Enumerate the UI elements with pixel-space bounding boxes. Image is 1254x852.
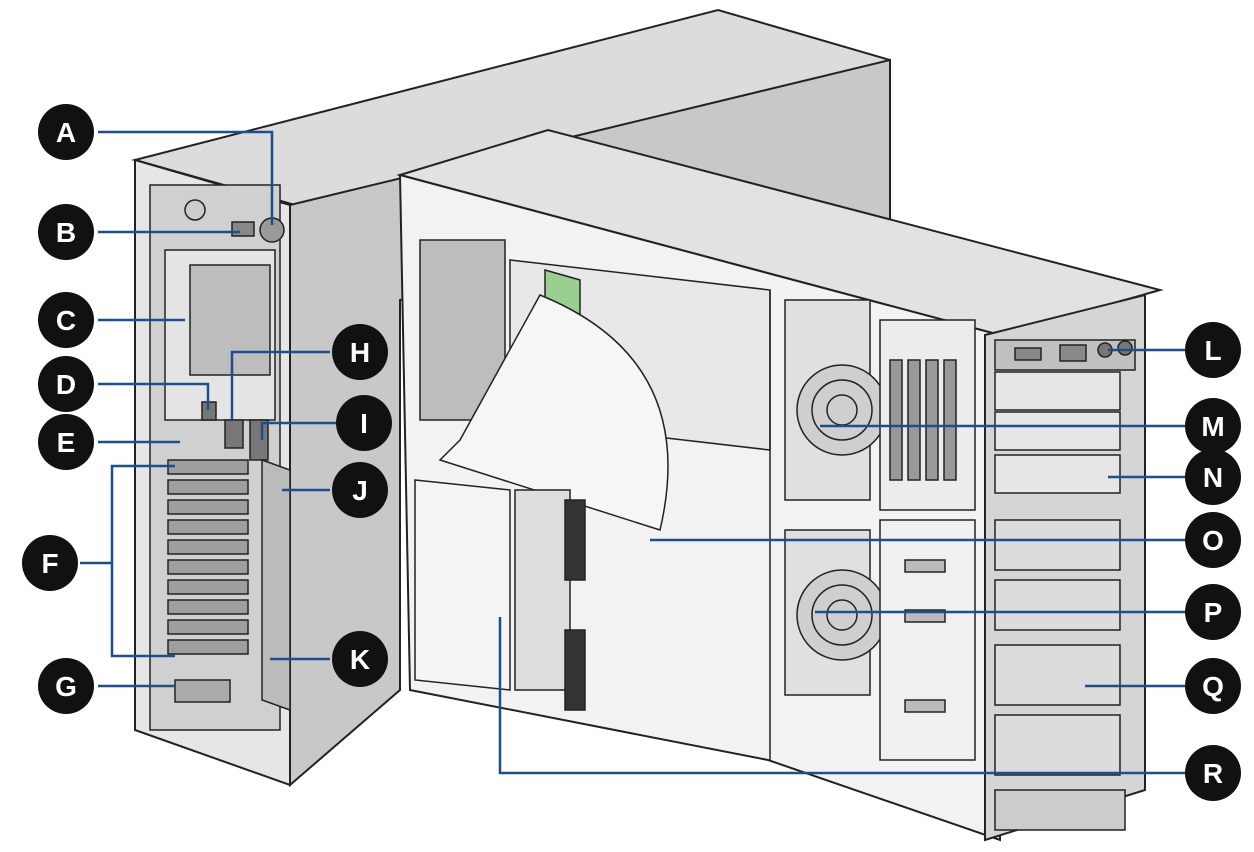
callout-q: Q [1185,658,1241,714]
rear-panel-details [149,184,291,731]
callout-k: K [332,631,388,687]
callout-d: D [38,356,94,412]
callout-q-label: Q [1202,671,1224,702]
leader-line-r [498,617,1185,775]
leader-lines [80,130,1185,775]
callout-i: I [336,395,392,451]
callout-g: G [38,658,94,714]
callout-p-label: P [1204,597,1223,628]
callout-f: F [22,535,78,591]
callout-c: C [38,292,94,348]
callout-a: A [38,104,94,160]
callout-o-label: O [1202,525,1224,556]
callout-j: J [332,462,388,518]
callout-e: E [38,414,94,470]
callout-m-label: M [1201,411,1224,442]
callout-h-label: H [350,337,370,368]
callout-a-label: A [56,117,76,148]
front-bezel-bays [994,339,1136,831]
leader-line-a [98,130,274,225]
interior-details [414,239,976,761]
callout-h: H [332,324,388,380]
callout-p: P [1185,584,1241,640]
callout-n-label: N [1203,462,1223,493]
callout-c-label: C [56,305,76,336]
callout-f-label: F [41,548,58,579]
leader-line-d [98,382,210,410]
callout-e-label: E [57,427,76,458]
callout-d-label: D [56,369,76,400]
callout-l: L [1185,322,1241,378]
callout-n: N [1185,449,1241,505]
callout-i-label: I [360,408,368,439]
callout-b: B [38,204,94,260]
callout-k-label: K [350,644,370,675]
callout-m: M [1185,398,1241,454]
callout-r-label: R [1203,758,1223,789]
callout-b-label: B [56,217,76,248]
callout-g-label: G [55,671,77,702]
callout-o: O [1185,512,1241,568]
callout-j-label: J [352,475,368,506]
leader-line-i [260,421,338,440]
callout-l-label: L [1204,335,1221,366]
leader-line-h [230,350,330,420]
callout-r: R [1185,745,1241,801]
expansion-slots [167,459,249,655]
leader-line-f-bracket [110,464,175,658]
